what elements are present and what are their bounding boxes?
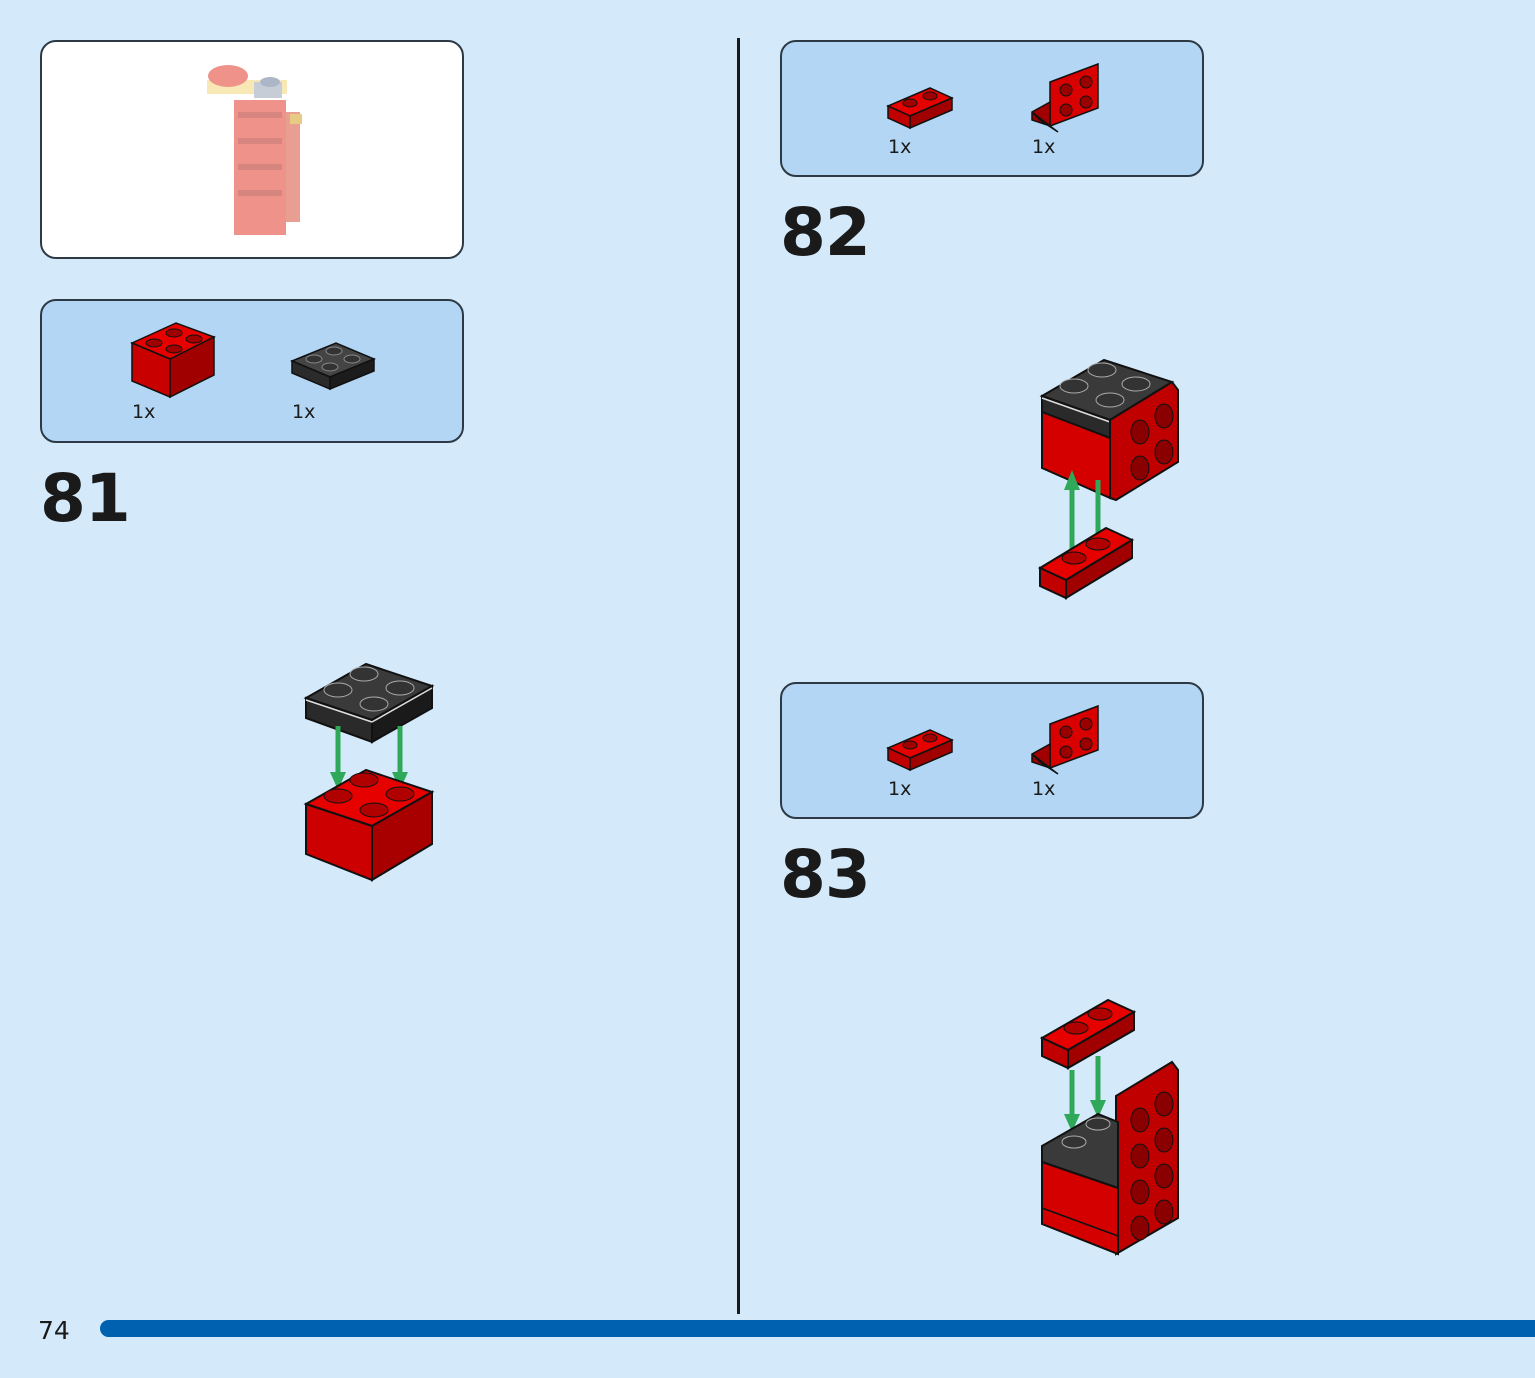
part-qty: 1x (292, 401, 316, 423)
red-bracket-icon (1031, 704, 1099, 775)
step-83-assembly (1039, 998, 1179, 1256)
black-plate-2x2-icon (290, 342, 376, 391)
preview-box (40, 40, 464, 259)
part-qty: 1x (888, 778, 912, 800)
part-qty: 1x (1032, 778, 1056, 800)
column-divider (737, 38, 740, 1314)
page-number: 74 (38, 1316, 70, 1345)
part-qty: 1x (1032, 136, 1056, 158)
step-82-assembly (1037, 358, 1179, 600)
red-plate-1x2-icon (886, 87, 954, 130)
footer-bar (100, 1320, 1535, 1337)
part-qty: 1x (888, 136, 912, 158)
parts-box-step-82: 1x 1x (780, 40, 1204, 177)
parts-box-step-83: 1x 1x (780, 682, 1204, 819)
step-number: 83 (780, 836, 871, 913)
red-brick-2x2-icon (130, 322, 216, 399)
assembled-tower-preview-icon (207, 65, 302, 235)
red-bracket-icon (1031, 62, 1099, 133)
step-81-assembly (303, 662, 435, 882)
step-number: 82 (780, 194, 871, 271)
red-plate-1x2-icon (886, 729, 954, 772)
step-number: 81 (40, 460, 131, 537)
parts-box-step-81: 1x 1x (40, 299, 464, 443)
part-qty: 1x (132, 401, 156, 423)
